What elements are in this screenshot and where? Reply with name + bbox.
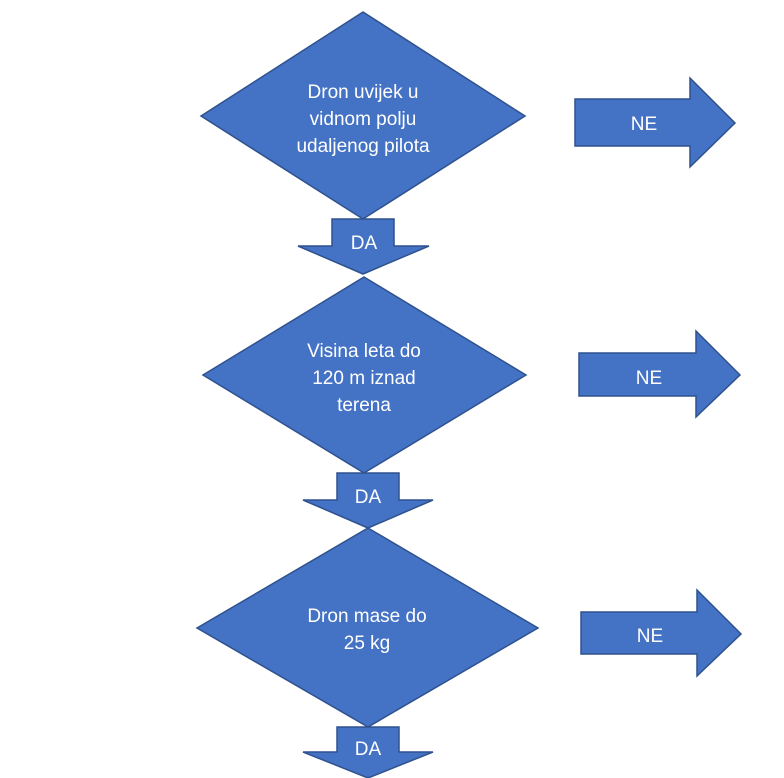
no-label-3: NE [637,626,663,647]
decision-1-line-3: udaljenog pilota [296,136,430,157]
yes-arrow-1: DA [297,218,430,275]
yes-label-3: DA [355,739,382,760]
no-label-2: NE [636,368,662,389]
yes-arrow-2: DA [302,472,434,529]
no-arrow-1: NE [574,76,737,169]
yes-label-1: DA [351,233,378,254]
decision-drone-mass: Dron mase do 25 kg [195,527,540,728]
right-arrow-2 [578,329,742,419]
decision-3-line-2: 25 kg [344,633,390,654]
right-arrow-1 [574,76,737,169]
down-arrow-1 [297,218,430,275]
decision-2-line-2: 120 m iznad [312,368,416,389]
yes-label-2: DA [355,487,382,508]
decision-flight-altitude: Visina leta do 120 m iznad terena [201,276,528,474]
no-label-1: NE [631,114,657,135]
down-arrow-2 [302,472,434,529]
right-arrow-3 [580,588,743,678]
decision-2-line-1: Visina leta do [307,341,421,362]
down-arrow-3 [302,726,434,778]
decision-1-line-1: Dron uvijek u [308,82,419,103]
decision-1-line-2: vidnom polju [310,109,417,130]
decision-diamond-3 [195,527,540,728]
no-arrow-3: NE [580,588,743,678]
decision-visual-line-of-sight: Dron uvijek u vidnom polju udaljenog pil… [199,11,527,220]
yes-arrow-3: DA [302,726,434,778]
decision-2-line-3: terena [337,395,391,416]
decision-3-line-1: Dron mase do [307,606,426,627]
no-arrow-2: NE [578,329,742,419]
